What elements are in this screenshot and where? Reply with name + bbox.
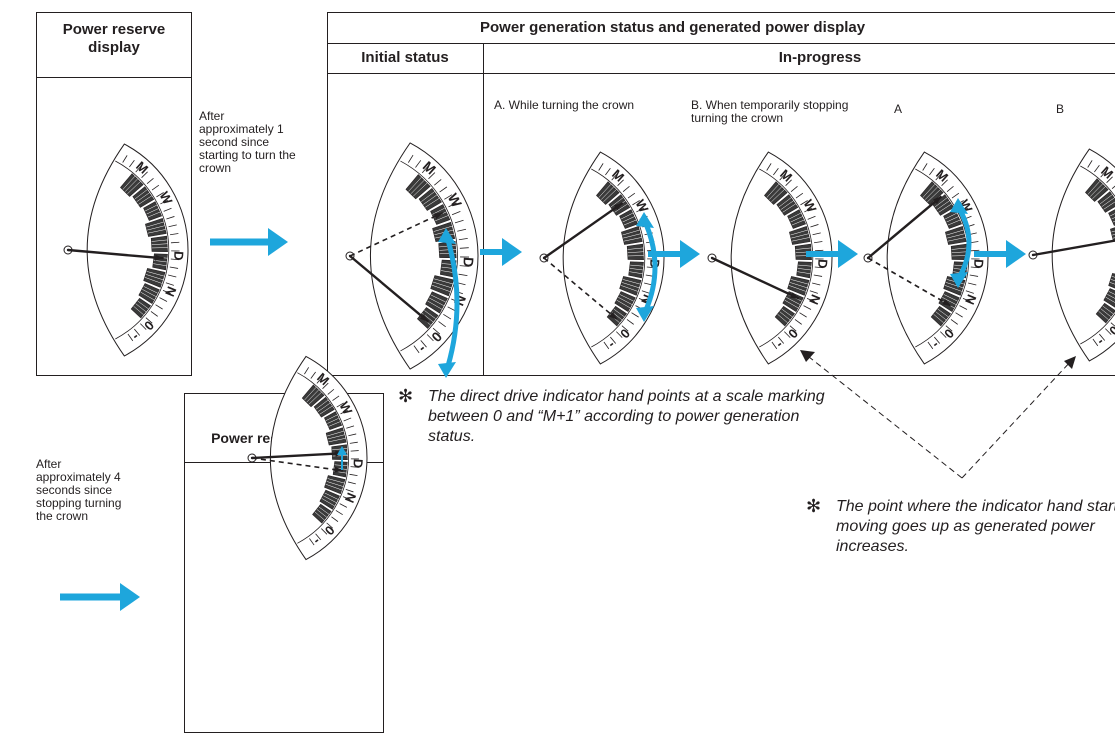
dial-label: D (350, 458, 365, 468)
flow-arrow (60, 583, 140, 611)
pointer-line (962, 360, 1072, 478)
dial-label: D (815, 259, 830, 269)
flow-arrow-head (120, 583, 140, 611)
flow-arrow-head (680, 240, 700, 268)
flow-arrow-head (838, 240, 858, 268)
dial-label: D (460, 257, 477, 268)
flow-arrow-head (502, 238, 522, 266)
flow-arrow-head (1006, 240, 1026, 268)
dial-label: D (171, 251, 186, 261)
dial-label: D (971, 259, 986, 269)
flow-arrow (210, 228, 288, 256)
flow-arrow (480, 238, 522, 266)
flow-arrow-head (268, 228, 288, 256)
pointer-line (804, 353, 962, 478)
swing-arrow-head (438, 362, 456, 378)
dial-tick (351, 451, 359, 452)
